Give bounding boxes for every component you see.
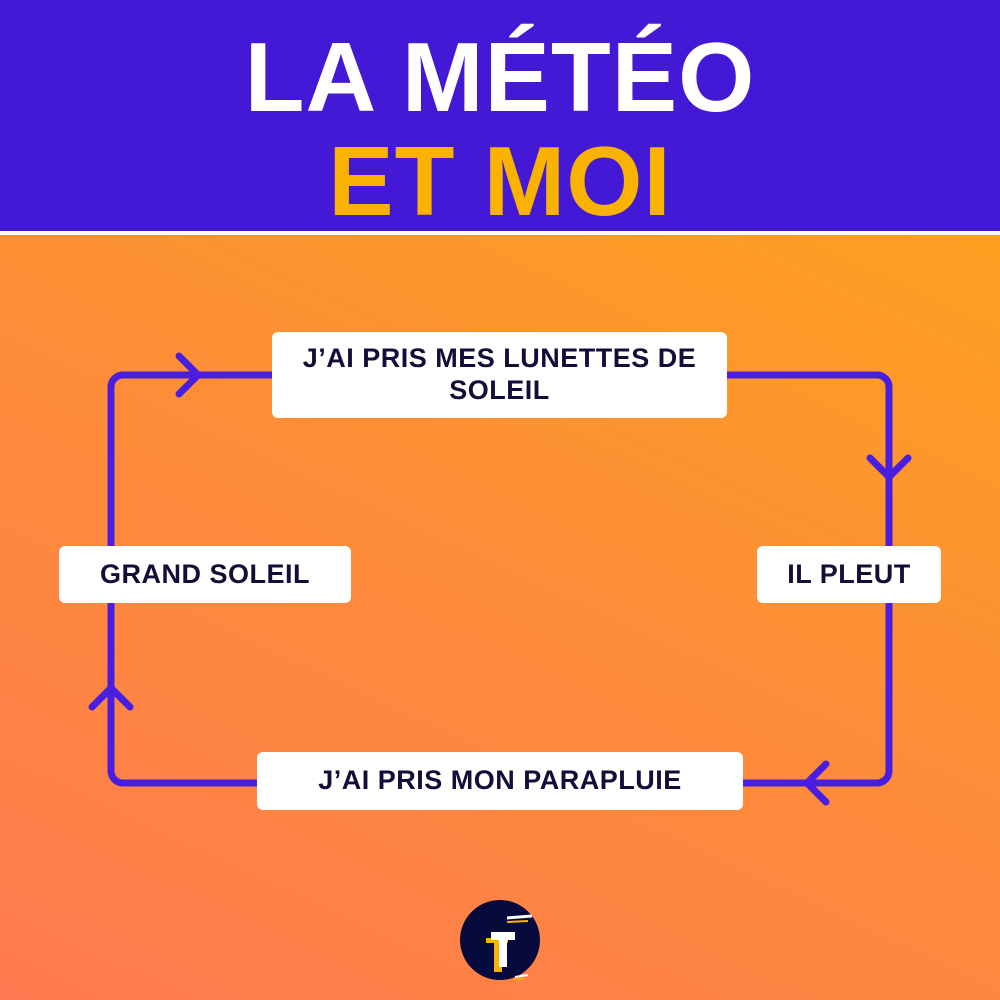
- title-line-2: ET MOI: [328, 126, 672, 236]
- step-sunny: GRAND SOLEIL: [59, 546, 351, 603]
- arrow-left-icon: [803, 760, 830, 806]
- step-sunglasses: J’AI PRIS MES LUNETTES DE SOLEIL: [272, 332, 727, 418]
- arrow-right-icon: [175, 352, 202, 398]
- arrow-up-icon: [88, 684, 134, 711]
- step-rain: IL PLEUT: [757, 546, 941, 603]
- arrow-down-icon: [866, 454, 912, 481]
- logo-t-icon: [486, 914, 533, 981]
- step-umbrella: J’AI PRIS MON PARAPLUIE: [257, 752, 743, 810]
- header-banner: LA MÉTÉO ET MOI: [0, 0, 1000, 235]
- title-line-1: LA MÉTÉO: [244, 22, 756, 132]
- brand-logo: [460, 900, 540, 981]
